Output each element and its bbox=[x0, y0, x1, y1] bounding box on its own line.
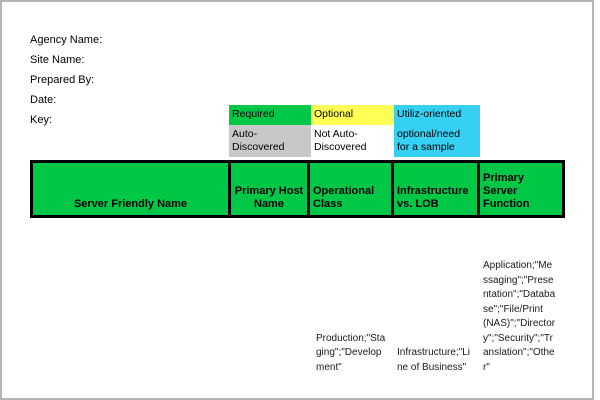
key-utilization-oriented-cell: Utiliz-oriented bbox=[394, 105, 480, 125]
label-agency-name: Agency Name: bbox=[30, 34, 103, 46]
label-site-name: Site Name: bbox=[30, 54, 85, 66]
label-date: Date: bbox=[30, 94, 57, 106]
label-prepared-by: Prepared By: bbox=[30, 74, 95, 86]
value-primary-server-function: Application;"Me ssaging";"Prese ntation"… bbox=[483, 260, 556, 373]
key-optional-need-cell: optional/need for a sample bbox=[394, 125, 480, 157]
header-cell-infrastructure-vs-lob: Infrastructure vs. LOB bbox=[394, 163, 477, 215]
key-not-auto-discovered-cell: Not Auto- Discovered bbox=[314, 127, 367, 154]
header-cell-primary-server-function: Primary Server Function bbox=[480, 163, 562, 215]
header-cell-server-friendly-name: Server Friendly Name bbox=[33, 163, 228, 215]
key-optional-cell: Optional bbox=[311, 105, 394, 125]
header-cell-primary-host-name: Primary Host Name bbox=[231, 163, 307, 215]
key-required-cell: Required bbox=[229, 105, 311, 125]
value-infrastructure-vs-lob: Infrastructure;"Li ne of Business" bbox=[397, 347, 471, 373]
table-header-row: Server Friendly Name Primary Host Name O… bbox=[30, 160, 565, 218]
header-cell-operational-class: Operational Class bbox=[310, 163, 391, 215]
label-key: Key: bbox=[30, 114, 53, 126]
value-operational-class: Production;"Sta ging";"Develop ment" bbox=[316, 332, 386, 373]
key-auto-discovered-cell: Auto- Discovered bbox=[229, 125, 311, 157]
